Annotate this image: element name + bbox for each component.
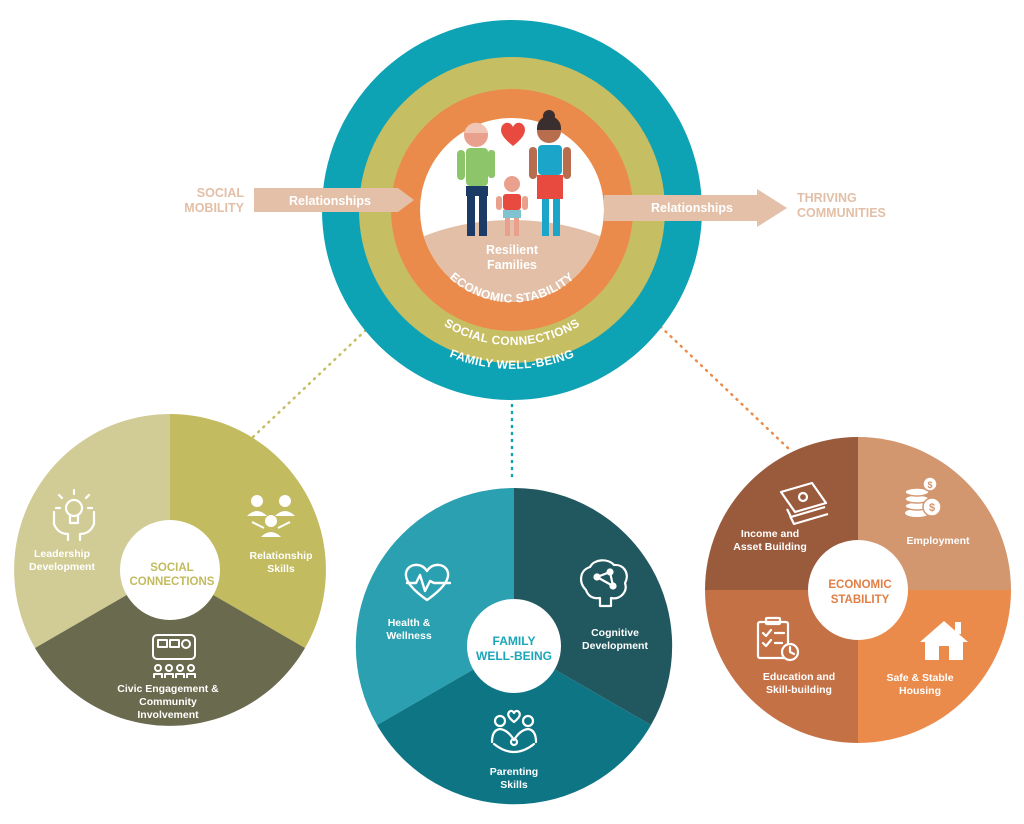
people-network-icon xyxy=(247,495,295,537)
left-arrow xyxy=(254,188,414,212)
thriving-communities-label: THRIVING COMMUNITIES xyxy=(797,191,886,220)
left-arrow-label: Relationships xyxy=(289,194,371,208)
sc-center xyxy=(120,520,220,620)
child-figure xyxy=(496,176,528,236)
social-connections-pie: SOCIAL CONNECTIONS Leadership Developmen… xyxy=(14,414,326,726)
heart-pulse-icon xyxy=(404,563,452,602)
sc-title-2: CONNECTIONS xyxy=(130,576,215,588)
coin-stack-icon: $ $ xyxy=(904,476,942,517)
adult-left-figure xyxy=(457,122,495,236)
svg-text:COMMUNITIES: COMMUNITIES xyxy=(797,206,886,220)
fw-center xyxy=(467,599,561,693)
es-title-1: ECONOMIC xyxy=(828,579,891,591)
svg-text:Relationship: Relationship xyxy=(249,550,312,562)
parent-child-hug-icon xyxy=(490,709,538,754)
fw-title-2: WELL-BEING xyxy=(476,649,552,663)
es-segment-housing xyxy=(858,590,1011,743)
clipboard-clock-icon xyxy=(756,616,800,662)
lightbulb-hands-icon xyxy=(52,488,96,542)
svg-text:Employment: Employment xyxy=(906,535,970,547)
svg-text:Community: Community xyxy=(139,696,197,708)
fw-title-1: FAMILY xyxy=(493,634,536,648)
svg-text:$: $ xyxy=(927,480,932,490)
connector-left xyxy=(251,309,388,439)
heart-icon xyxy=(501,122,525,146)
svg-text:THRIVING: THRIVING xyxy=(797,191,857,205)
svg-text:Education and: Education and xyxy=(763,671,835,683)
economic-stability-pie: ECONOMIC STABILITY Income and Asset Buil… xyxy=(705,437,1011,743)
svg-text:Parenting: Parenting xyxy=(490,766,538,778)
svg-text:Asset Building: Asset Building xyxy=(733,541,807,553)
fw-segment-parenting xyxy=(377,646,651,805)
svg-text:Development: Development xyxy=(29,561,95,573)
svg-text:Skills: Skills xyxy=(267,563,295,575)
family-illustration xyxy=(457,110,571,236)
money-bill-icon xyxy=(779,481,829,526)
brain-icon xyxy=(580,559,628,608)
svg-text:SOCIAL: SOCIAL xyxy=(197,186,245,200)
svg-text:Income and: Income and xyxy=(741,528,799,540)
es-title-2: STABILITY xyxy=(831,594,890,606)
svg-text:Cognitive: Cognitive xyxy=(591,627,639,639)
resilient-families-label-2: Families xyxy=(487,258,537,272)
adult-right-figure xyxy=(529,110,571,236)
svg-text:Wellness: Wellness xyxy=(386,630,431,642)
resilient-families-label-1: Resilient xyxy=(486,243,539,257)
svg-text:Civic Engagement &: Civic Engagement & xyxy=(117,683,219,695)
svg-text:Safe & Stable: Safe & Stable xyxy=(886,672,953,684)
es-center xyxy=(808,540,908,640)
social-mobility-label: SOCIAL MOBILITY xyxy=(184,186,244,215)
es-segment-income xyxy=(705,437,858,590)
svg-text:MOBILITY: MOBILITY xyxy=(184,201,244,215)
ground-hill xyxy=(420,220,604,302)
house-icon xyxy=(920,621,968,660)
svg-text:Skills: Skills xyxy=(500,779,528,791)
right-arrow-label: Relationships xyxy=(651,201,733,215)
svg-text:Housing: Housing xyxy=(899,685,941,697)
connector-lines xyxy=(251,286,792,480)
svg-text:Health &: Health & xyxy=(388,617,431,629)
svg-text:Development: Development xyxy=(582,640,648,652)
sc-title-1: SOCIAL xyxy=(150,562,193,574)
svg-text:Leadership: Leadership xyxy=(34,548,90,560)
connector-right xyxy=(618,286,792,452)
family-well-being-pie: FAMILY WELL-BEING Health & Wellness Cogn… xyxy=(355,487,673,805)
svg-text:$: $ xyxy=(929,502,935,514)
svg-text:Skill-building: Skill-building xyxy=(766,684,832,696)
svg-text:Involvement: Involvement xyxy=(137,709,199,721)
es-segment-education xyxy=(705,590,858,743)
right-arrow xyxy=(604,189,787,227)
community-board-icon xyxy=(152,634,196,678)
relationship-arrows: Relationships Relationships xyxy=(254,188,787,227)
